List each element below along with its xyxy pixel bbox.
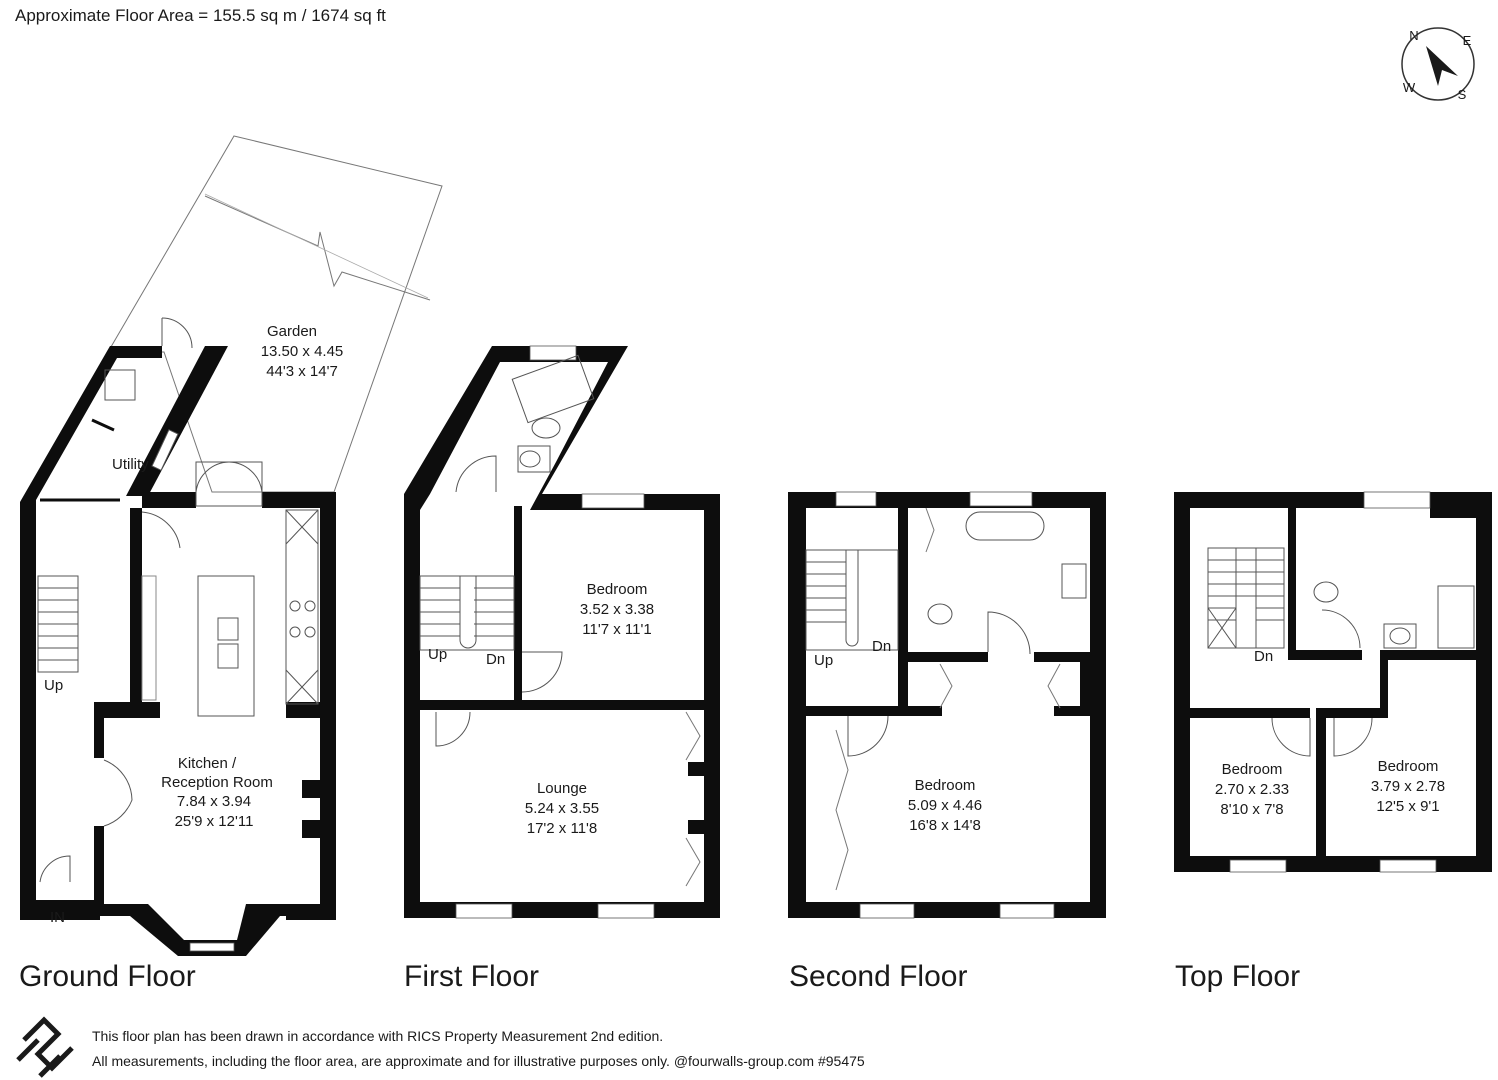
top-floor-plan: Dn Bedroom 2.70 x 2.33 8'10 x 7'8 Bedroo…: [1174, 491, 1492, 873]
lounge-imperial: 17'2 x 11'8: [527, 820, 598, 837]
top-stairs-down-label: Dn: [1254, 648, 1273, 665]
top-bedroom-left-imperial: 8'10 x 7'8: [1220, 801, 1283, 818]
first-bedroom-name: Bedroom: [587, 581, 648, 598]
footer-disclaimer-2: All measurements, including the floor ar…: [92, 1053, 865, 1069]
ground-stairs-icon: [37, 575, 79, 673]
compass-n: N: [1409, 28, 1418, 43]
floor-area-text: Approximate Floor Area = 155.5 sq m / 16…: [15, 6, 386, 25]
utility-sink-icon: [104, 369, 136, 401]
kitchen-name-2: Reception Room: [161, 774, 273, 791]
first-floor-plan: Up Dn Bedroom 3.52 x 3.38 11'7 x 11'1 Lo…: [404, 345, 720, 919]
compass-e: E: [1463, 33, 1472, 48]
top-floor-title: Top Floor: [1175, 960, 1301, 993]
kitchen-units: [285, 509, 319, 705]
top-bedroom-left-name: Bedroom: [1222, 761, 1283, 778]
compass-s: S: [1458, 87, 1467, 102]
lounge-metric: 5.24 x 3.55: [525, 800, 599, 817]
second-stairs-down-label: Dn: [872, 638, 891, 655]
top-bedroom-right-imperial: 12'5 x 9'1: [1376, 798, 1439, 815]
second-floor-plan: Up Dn Bedroom 5.09 x 4.46 16'8 x 14'8: [788, 491, 1106, 919]
top-bedroom-right-name: Bedroom: [1378, 758, 1439, 775]
garden-doors-icon: [195, 461, 263, 507]
first-floor-title: First Floor: [404, 960, 539, 993]
garden-metric: 13.50 x 4.45: [261, 343, 344, 360]
kitchen-name-1: Kitchen /: [178, 755, 237, 772]
second-bedroom-metric: 5.09 x 4.46: [908, 797, 982, 814]
garden-imperial: 44'3 x 14'7: [266, 363, 338, 380]
top-bedroom-left-metric: 2.70 x 2.33: [1215, 781, 1289, 798]
lounge-name: Lounge: [537, 780, 587, 797]
utility-walls: [20, 346, 162, 912]
first-stairs-down-label: Dn: [486, 651, 505, 668]
top-bedroom-right-metric: 3.79 x 2.78: [1371, 778, 1445, 795]
first-stairs-icon: [419, 575, 515, 651]
top-basin-icon: [1383, 623, 1417, 649]
first-bath-icon: [511, 354, 595, 424]
entrance-door-icon: [39, 855, 71, 883]
kitchen-metric: 7.84 x 3.94: [177, 793, 251, 810]
first-bedroom-imperial: 11'7 x 11'1: [582, 621, 651, 638]
first-bedroom-metric: 3.52 x 3.38: [580, 601, 654, 618]
footer-disclaimer-1: This floor plan has been drawn in accord…: [92, 1028, 664, 1044]
utility-door-icon: [161, 317, 193, 349]
ground-stairs-up-label: Up: [44, 677, 63, 694]
top-toilet-icon: [1313, 581, 1339, 603]
ground-floor-plan: Utility: [20, 135, 443, 956]
kitchen-island: [197, 575, 255, 717]
second-floor-title: Second Floor: [789, 960, 968, 993]
kitchen-imperial: 25'9 x 12'11: [175, 813, 254, 830]
utility-label: Utility: [112, 456, 149, 473]
garden-name: Garden: [267, 323, 317, 340]
first-basin-icon: [517, 445, 551, 473]
entrance-label: IN: [50, 909, 65, 926]
compass-w: W: [1403, 80, 1416, 95]
ground-floor-title: Ground Floor: [19, 960, 196, 993]
sink-icon: [217, 617, 239, 641]
top-stairs-icon: [1207, 547, 1285, 649]
second-bath-icon: [965, 511, 1045, 541]
second-bedroom-imperial: 16'8 x 14'8: [909, 817, 981, 834]
bay-window-icon: [189, 942, 235, 952]
second-basin-icon: [1061, 563, 1087, 599]
first-stairs-up-label: Up: [428, 646, 447, 663]
first-window-top: [529, 345, 577, 361]
second-toilet-icon: [927, 603, 953, 625]
top-shower-icon: [1437, 585, 1475, 649]
second-stairs-icon: [805, 549, 899, 651]
second-stairs-up-label: Up: [814, 652, 833, 669]
second-bedroom-name: Bedroom: [915, 777, 976, 794]
hob-icon: [289, 600, 301, 612]
kitchen-door-icon: [103, 759, 133, 827]
fourwalls-logo: [16, 1016, 74, 1078]
compass-icon: N E S W: [1401, 27, 1475, 102]
